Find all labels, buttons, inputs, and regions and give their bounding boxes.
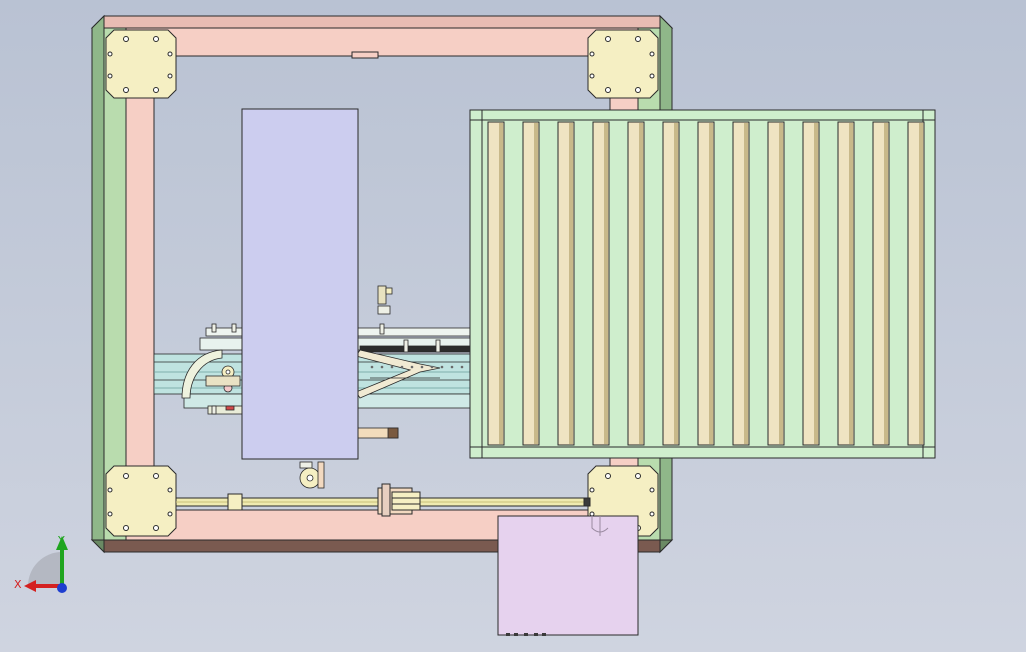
roller-shade-9 [779,123,783,444]
roller-shade-11 [849,123,853,444]
roller-shade-6 [674,123,678,444]
roller-shade-4 [604,123,608,444]
triad-x-label: X [14,578,22,591]
roller-shade-5 [639,123,643,444]
roller-shade-7 [709,123,713,444]
triad-y-label: Y [57,534,65,547]
roller-shade-2 [534,123,538,444]
roller-shade-12 [884,123,888,444]
rod-collar [227,493,243,511]
sensor-bracket-upper [377,285,387,305]
roller-shade-1 [499,123,503,444]
frame-bottom-left-bevel [90,539,105,554]
linear-rod-assembly[interactable] [175,483,591,517]
corner-plate-bottom-left[interactable] [105,465,177,537]
frame-left-outer-column [103,27,127,541]
outer-frame[interactable] [90,14,674,554]
rollers-group [487,121,925,446]
frame-left-inner-column [125,55,155,511]
roller-shade-10 [814,123,818,444]
axis-triad: X Y [14,534,68,593]
frame-left-bevel [91,14,105,541]
scissor-link [355,349,441,399]
roller-shade-13 [919,123,923,444]
frame-top-beam [103,27,661,57]
corner-plate-top-right[interactable] [587,29,659,99]
roller-shade-3 [569,123,573,444]
roller-conveyor[interactable] [469,109,936,459]
vertical-cover-panel[interactable] [241,108,359,460]
motor-box[interactable] [497,515,639,636]
frame-top-bevel [90,15,674,29]
corner-plate-top-left[interactable] [105,29,177,99]
roller-shade-8 [744,123,748,444]
curved-hose [181,349,223,399]
frame-top-notch [351,51,379,59]
frame-bottom-right-bevel [659,539,674,554]
